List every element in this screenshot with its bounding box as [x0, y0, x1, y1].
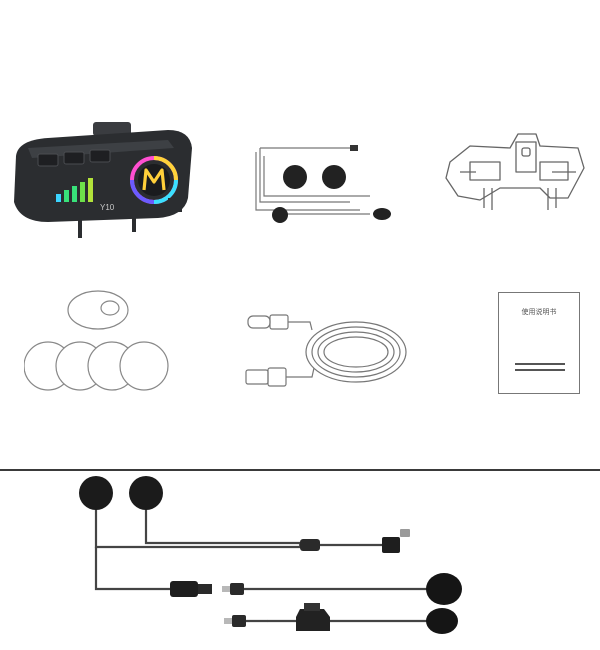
- mount-bracket-drawing: [440, 128, 590, 228]
- signal-bar-1: [56, 194, 61, 202]
- speaker-right: [322, 165, 346, 189]
- pad-4: [119, 341, 169, 391]
- signal-bar-5: [88, 178, 93, 202]
- signal-bar-4: [80, 182, 85, 202]
- boom-mic: [373, 208, 391, 220]
- mount-clip: [93, 122, 131, 136]
- signal-bar-2: [64, 190, 69, 202]
- mic-foam: [67, 290, 129, 330]
- mic-mount-clip: [296, 609, 330, 631]
- speaker-right-photo: [129, 476, 163, 510]
- intercom-device: Y10: [8, 118, 196, 243]
- speaker-left-photo: [79, 476, 113, 510]
- manual-title: 使用说明书: [521, 308, 557, 316]
- button-2: [63, 151, 85, 165]
- mic-foam-1: [426, 573, 462, 605]
- headset-photo: [0, 471, 600, 650]
- female-jack: [170, 581, 198, 597]
- manual-line-2: [515, 369, 565, 371]
- mic-foam-2: [426, 608, 458, 634]
- manual-line-1: [515, 363, 565, 365]
- usb-c-plug: [247, 315, 271, 329]
- cable-splitter: [300, 539, 320, 551]
- button-1: [37, 153, 59, 167]
- speaker-left: [283, 165, 307, 189]
- usb-cable-drawing: [244, 306, 412, 396]
- section-divider: [0, 469, 600, 471]
- cable-speaker: [272, 207, 288, 223]
- usb-a-plug: [245, 369, 269, 385]
- right-angle-connector: [382, 537, 400, 553]
- foam-and-pads: [24, 288, 174, 392]
- connector: [350, 145, 358, 151]
- device-badge: Y10: [100, 203, 115, 212]
- male-plug-2: [232, 615, 246, 627]
- package-contents: Y10: [8, 118, 590, 396]
- headset-drawing: [250, 140, 400, 225]
- button-3: [89, 149, 111, 163]
- user-manual: 使用说明书: [498, 292, 580, 394]
- m-logo: [142, 168, 166, 191]
- signal-bar-3: [72, 186, 77, 202]
- male-plug-1: [230, 583, 244, 595]
